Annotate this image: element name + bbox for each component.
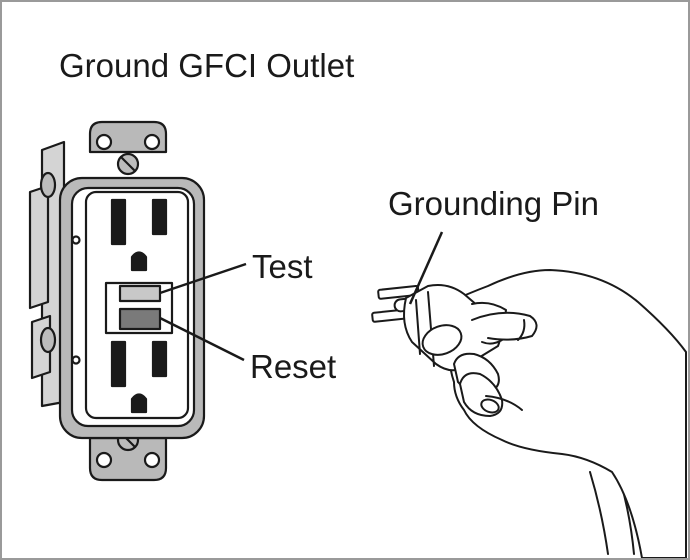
reset-callout-label: Reset: [250, 348, 337, 385]
test-callout-label: Test: [252, 248, 313, 285]
diagram-title: Ground GFCI Outlet: [59, 47, 355, 84]
hand-fingers: [453, 311, 538, 417]
reset-callout-line: [159, 316, 245, 362]
grounding-pin-callout-label: Grounding Pin: [388, 185, 599, 222]
gfci-outlet-icon: [28, 120, 206, 482]
grounding-pin-callout-line: [408, 231, 444, 305]
hand-icon: [448, 269, 687, 558]
test-callout-line: [159, 262, 247, 295]
